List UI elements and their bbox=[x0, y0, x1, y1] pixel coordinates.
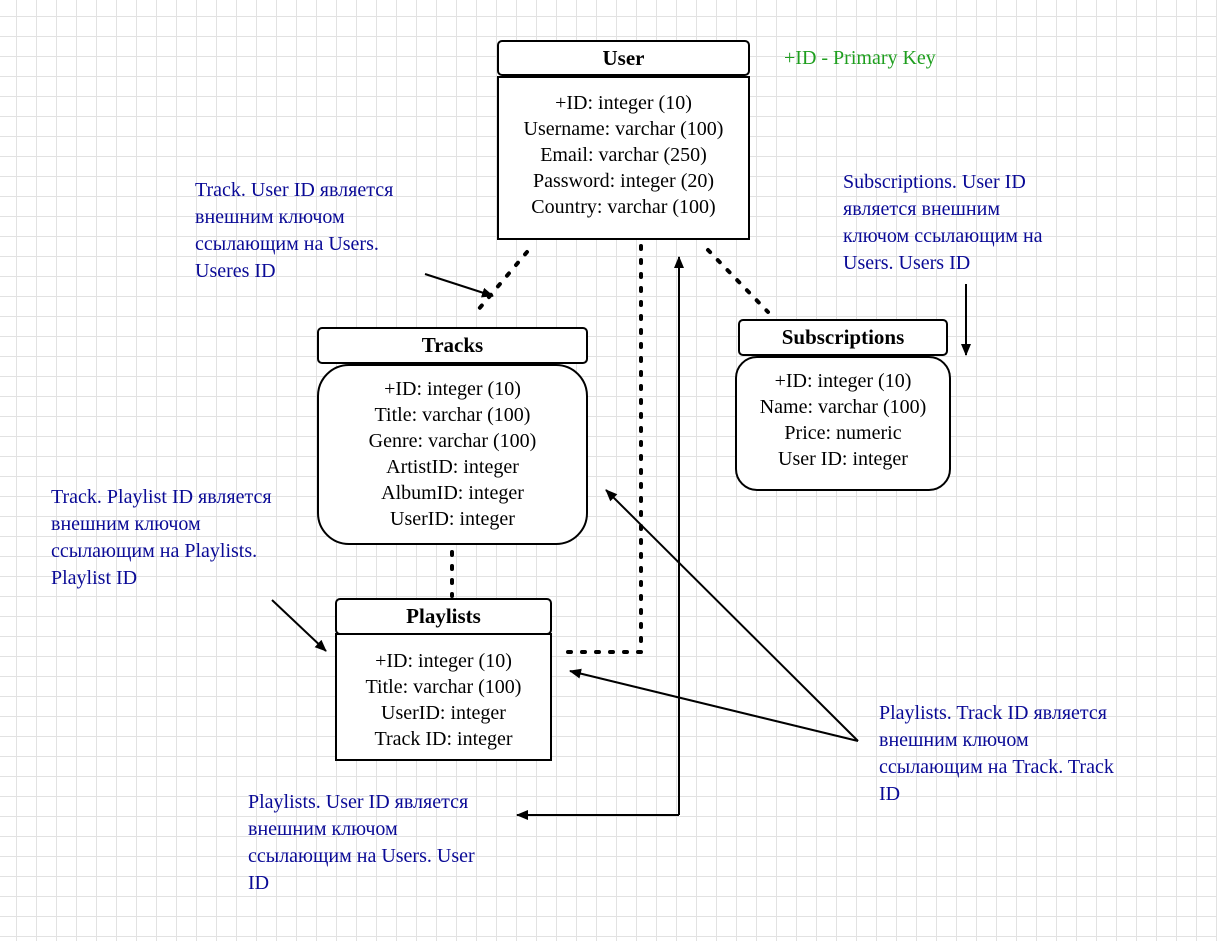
user-entity-title: User bbox=[497, 40, 750, 76]
field: AlbumID: integer bbox=[381, 482, 524, 504]
link-user-subscriptions bbox=[706, 248, 770, 314]
field: Track ID: integer bbox=[374, 728, 513, 750]
field: Price: numeric bbox=[784, 422, 902, 444]
note-playlists-user-fk: Playlists. User ID является внешним ключ… bbox=[248, 791, 475, 894]
playlists-entity-title: Playlists bbox=[335, 598, 552, 635]
note-subscriptions-user-fk: Subscriptions. User ID является внешним … bbox=[843, 171, 1043, 274]
field: Username: varchar (100) bbox=[523, 118, 724, 140]
note-track-playlist-fk: Track. Playlist ID является внешним ключ… bbox=[51, 486, 272, 589]
playlists-entity-fields: +ID: integer (10) Title: varchar (100) U… bbox=[335, 633, 552, 761]
arrow-playlists-track-to-tracks bbox=[605, 489, 859, 742]
link-user-playlists bbox=[559, 244, 643, 654]
field: Title: varchar (100) bbox=[374, 404, 531, 426]
field: +ID: integer (10) bbox=[555, 92, 692, 114]
tracks-entity-title: Tracks bbox=[317, 327, 588, 364]
note-playlists-track-fk: Playlists. Track ID является внешним клю… bbox=[879, 702, 1114, 805]
tracks-entity-fields: +ID: integer (10) Title: varchar (100) G… bbox=[317, 364, 588, 545]
field: +ID: integer (10) bbox=[375, 650, 512, 672]
field: Genre: varchar (100) bbox=[368, 430, 537, 452]
field: +ID: integer (10) bbox=[774, 370, 912, 392]
primary-key-legend: +ID - Primary Key bbox=[784, 47, 936, 69]
field: +ID: integer (10) bbox=[384, 378, 521, 400]
field: Country: varchar (100) bbox=[531, 196, 716, 218]
field: UserID: integer bbox=[390, 508, 515, 530]
field: Email: varchar (250) bbox=[540, 144, 707, 166]
user-entity-fields: +ID: integer (10) Username: varchar (100… bbox=[497, 76, 750, 240]
link-user-tracks bbox=[476, 250, 529, 312]
arrow-track-playlist-note bbox=[271, 599, 327, 652]
field: User ID: integer bbox=[778, 448, 908, 470]
arrow-playlists-track-to-playlists bbox=[569, 668, 859, 742]
field: ArtistID: integer bbox=[386, 456, 519, 478]
field: Title: varchar (100) bbox=[365, 676, 522, 698]
arrow-track-user-note bbox=[424, 273, 494, 298]
field: Password: integer (20) bbox=[532, 170, 715, 192]
field: Name: varchar (100) bbox=[759, 396, 927, 418]
subscriptions-entity-fields: +ID: integer (10) Name: varchar (100) Pr… bbox=[735, 356, 951, 491]
note-track-user-fk: Track. User ID является внешним ключом с… bbox=[195, 179, 394, 282]
field: UserID: integer bbox=[381, 702, 506, 724]
subscriptions-entity-title: Subscriptions bbox=[738, 319, 948, 356]
